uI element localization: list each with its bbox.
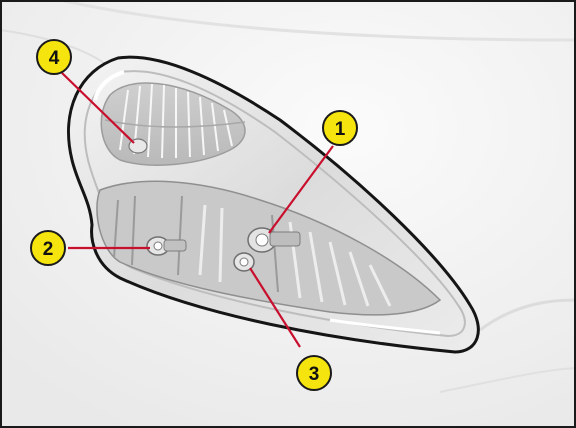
callout-label-3: 3	[309, 364, 320, 385]
callout-label-1: 1	[335, 119, 346, 140]
callout-badge-4: 4	[37, 40, 71, 74]
callout-badge-3: 3	[297, 356, 331, 390]
callout-badge-2: 2	[31, 231, 65, 265]
callout-label-2: 2	[43, 239, 54, 260]
callout-label-4: 4	[49, 48, 60, 69]
callout-badge-1: 1	[323, 111, 357, 145]
